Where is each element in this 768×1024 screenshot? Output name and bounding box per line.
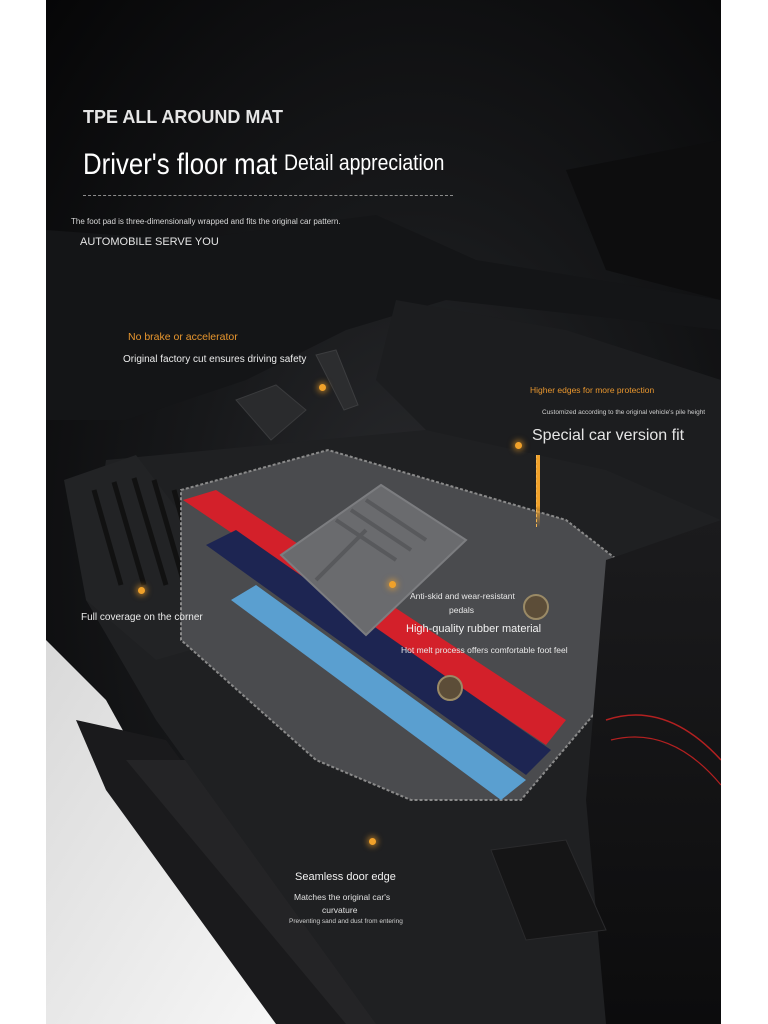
corner-hotspot: [138, 587, 145, 594]
car-floor-mat-illustration: [46, 140, 721, 1024]
tag-heading: TPE ALL AROUND MAT: [83, 107, 283, 127]
corner-callout-title: Full coverage on the corner: [81, 612, 203, 623]
door-callout-line3: Preventing sand and dust from entering: [289, 918, 403, 925]
door-callout-title: Seamless door edge: [295, 871, 396, 883]
product-image-panel: TPE ALL AROUND MAT Driver's floor mat De…: [46, 0, 721, 1024]
page-title: Driver's floor mat: [83, 148, 278, 181]
edges-callout-headline: Special car version fit: [532, 427, 685, 444]
door-callout-line2: curvature: [322, 905, 358, 915]
heelpad-callout-line3: High-quality rubber material: [406, 623, 542, 635]
heelpad-callout-line1: Anti-skid and wear-resistant: [410, 591, 515, 601]
edges-hotspot: [515, 442, 522, 449]
door-callout-line1: Matches the original car's: [294, 892, 391, 902]
callout-leader-line: [536, 455, 540, 527]
edges-callout-title: Higher edges for more protection: [530, 385, 655, 395]
header-tagline: AUTOMOBILE SERVE YOU: [80, 236, 219, 248]
heelpad-callout-line2: pedals: [449, 605, 475, 615]
header-description: The foot pad is three-dimensionally wrap…: [71, 217, 341, 226]
pedal-callout-title: No brake or accelerator: [128, 331, 238, 343]
edges-callout-text: Customized according to the original veh…: [542, 409, 706, 416]
page-subtitle: Detail appreciation: [284, 150, 445, 175]
door-edge-hotspot: [369, 838, 376, 845]
heelpad-callout-line4: Hot melt process offers comfortable foot…: [401, 645, 568, 655]
pedal-callout-text: Original factory cut ensures driving saf…: [123, 354, 307, 365]
pedal-hotspot: [319, 384, 326, 391]
heelpad-hotspot: [389, 581, 396, 588]
header-divider: [83, 195, 453, 196]
